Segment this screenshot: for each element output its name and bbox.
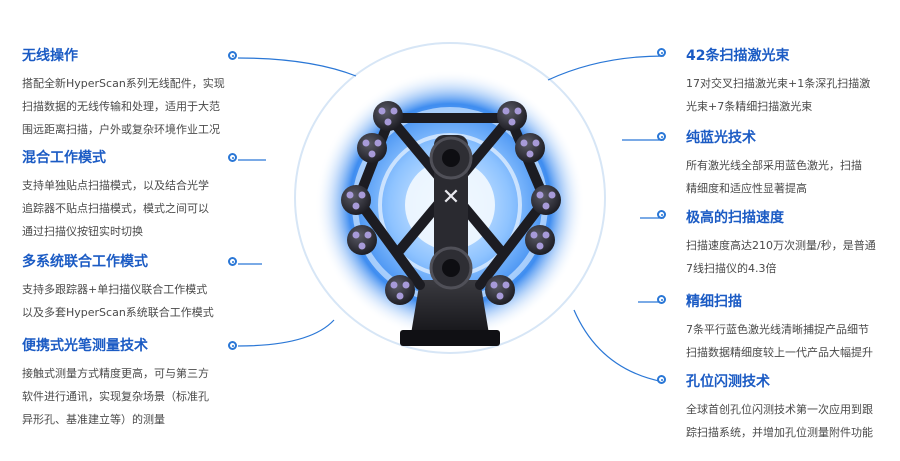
description-line: 所有激光线全部采用蓝色激光，扫描 [686, 159, 862, 172]
right-feature-5: 孔位闪测技术全球首创孔位闪测技术第一次应用到跟踪扫描系统，并增加孔位测量附件功能 [686, 372, 873, 444]
right-feature-4: 精细扫描 7条平行蓝色激光线清晰捕捉产品细节扫描数据精细度较上一代产品大幅提升 [686, 292, 873, 364]
target-pod [357, 133, 387, 163]
feature-title: 混合工作模式 [22, 150, 106, 166]
target-pod [347, 225, 377, 255]
feature-title: 多系统联合工作模式 [22, 254, 148, 270]
feature-description: 全球首创孔位闪测技术第一次应用到跟踪扫描系统，并增加孔位测量附件功能 [686, 398, 873, 444]
right-feature-3: 极高的扫描速度扫描速度高达210万次测量/秒，是普通 7线扫描仪的4.3倍 [686, 208, 876, 280]
description-line: 支持单独贴点扫描模式，以及结合光学 [22, 179, 209, 192]
description-line: 围远距离扫描，户外或复杂环境作业工况 [22, 123, 220, 136]
left-feature-2: 混合工作模式支持单独贴点扫描模式，以及结合光学追踪器不贴点扫描模式，模式之间可以… [22, 148, 209, 243]
target-pod [385, 275, 415, 305]
description-line: 踪扫描系统，并增加孔位测量附件功能 [686, 426, 873, 439]
description-line: 以及多套HyperScan系统联合工作模式 [22, 306, 214, 319]
target-pod [485, 275, 515, 305]
scanner-stand [410, 280, 490, 340]
description-line: 软件进行通讯，实现复杂场景（标准孔 [22, 390, 209, 403]
description-line: 异形孔、基准建立等）的测量 [22, 413, 165, 426]
feature-title: 便携式光笔测量技术 [22, 338, 148, 354]
outer-ring [294, 42, 606, 354]
description-line: 通过扫描仪按钮实时切换 [22, 225, 143, 238]
left-connector-dot-2 [228, 153, 237, 162]
feature-title: 极高的扫描速度 [686, 210, 784, 226]
right-feature-1: 42条扫描激光束 17对交叉扫描激光束+1条深孔扫描激光束+7条精细扫描激光束 [686, 46, 870, 118]
feature-title: 孔位闪测技术 [686, 374, 770, 390]
feature-description: 17对交叉扫描激光束+1条深孔扫描激光束+7条精细扫描激光束 [686, 72, 870, 118]
target-pod [525, 225, 555, 255]
description-line: 扫描数据精细度较上一代产品大幅提升 [686, 346, 873, 359]
description-line: 7条平行蓝色激光线清晰捕捉产品细节 [686, 323, 869, 336]
feature-description: 扫描速度高达210万次测量/秒，是普通 7线扫描仪的4.3倍 [686, 234, 876, 280]
feature-title: 精细扫描 [686, 294, 742, 310]
target-pod [497, 101, 527, 131]
target-pod [531, 185, 561, 215]
description-line: 光束+7条精细扫描激光束 [686, 100, 813, 113]
connector-left-top [237, 57, 357, 77]
feature-description: 搭配全新HyperScan系列无线配件，实现扫描数据的无线传输和处理，适用于大范… [22, 72, 225, 141]
feature-description: 支持多跟踪器+单扫描仪联合工作模式以及多套HyperScan系统联合工作模式 [22, 278, 214, 324]
logo-mark: ✕ [442, 185, 460, 210]
left-feature-4: 便携式光笔测量技术接触式测量方式精度更高，可与第三方软件进行通讯，实现复杂场景（… [22, 336, 209, 431]
connector-right-bottom [573, 309, 665, 383]
description-line: 精细度和适应性显著提高 [686, 182, 807, 195]
feature-description: 支持单独贴点扫描模式，以及结合光学追踪器不贴点扫描模式，模式之间可以通过扫描仪按… [22, 174, 209, 243]
description-line: 扫描速度高达210万次测量/秒，是普通 [686, 239, 876, 252]
right-connector-dot-5 [657, 375, 666, 384]
description-line: 7线扫描仪的4.3倍 [686, 262, 777, 275]
feature-description: 所有激光线全部采用蓝色激光，扫描精细度和适应性显著提高 [686, 154, 862, 200]
description-line: 追踪器不贴点扫描模式，模式之间可以 [22, 202, 209, 215]
description-line: 接触式测量方式精度更高，可与第三方 [22, 367, 209, 380]
right-connector-dot-1 [657, 48, 666, 57]
left-feature-3: 多系统联合工作模式支持多跟踪器+单扫描仪联合工作模式以及多套HyperScan系… [22, 252, 214, 324]
left-connector-dot-1 [228, 51, 237, 60]
description-line: 全球首创孔位闪测技术第一次应用到跟 [686, 403, 873, 416]
left-feature-1: 无线操作搭配全新HyperScan系列无线配件，实现扫描数据的无线传输和处理，适… [22, 46, 225, 141]
feature-title: 无线操作 [22, 48, 78, 64]
right-connector-dot-3 [657, 210, 666, 219]
connector-right-top [547, 55, 665, 81]
description-line: 支持多跟踪器+单扫描仪联合工作模式 [22, 283, 208, 296]
feature-title: 42条扫描激光束 [686, 48, 790, 64]
feature-description: 接触式测量方式精度更高，可与第三方软件进行通讯，实现复杂场景（标准孔异形孔、基准… [22, 362, 209, 431]
connector-left-bottom [237, 319, 335, 347]
right-feature-2: 纯蓝光技术所有激光线全部采用蓝色激光，扫描精细度和适应性显著提高 [686, 128, 862, 200]
feature-title: 纯蓝光技术 [686, 130, 756, 146]
description-line: 扫描数据的无线传输和处理，适用于大范 [22, 100, 220, 113]
description-line: 搭配全新HyperScan系列无线配件，实现 [22, 77, 225, 90]
target-pod [515, 133, 545, 163]
description-line: 17对交叉扫描激光束+1条深孔扫描激 [686, 77, 871, 90]
left-connector-dot-3 [228, 257, 237, 266]
target-pod [373, 101, 403, 131]
feature-description: 7条平行蓝色激光线清晰捕捉产品细节扫描数据精细度较上一代产品大幅提升 [686, 318, 873, 364]
left-connector-dot-4 [228, 341, 237, 350]
right-connector-dot-2 [657, 132, 666, 141]
target-pod [341, 185, 371, 215]
right-connector-dot-4 [657, 295, 666, 304]
